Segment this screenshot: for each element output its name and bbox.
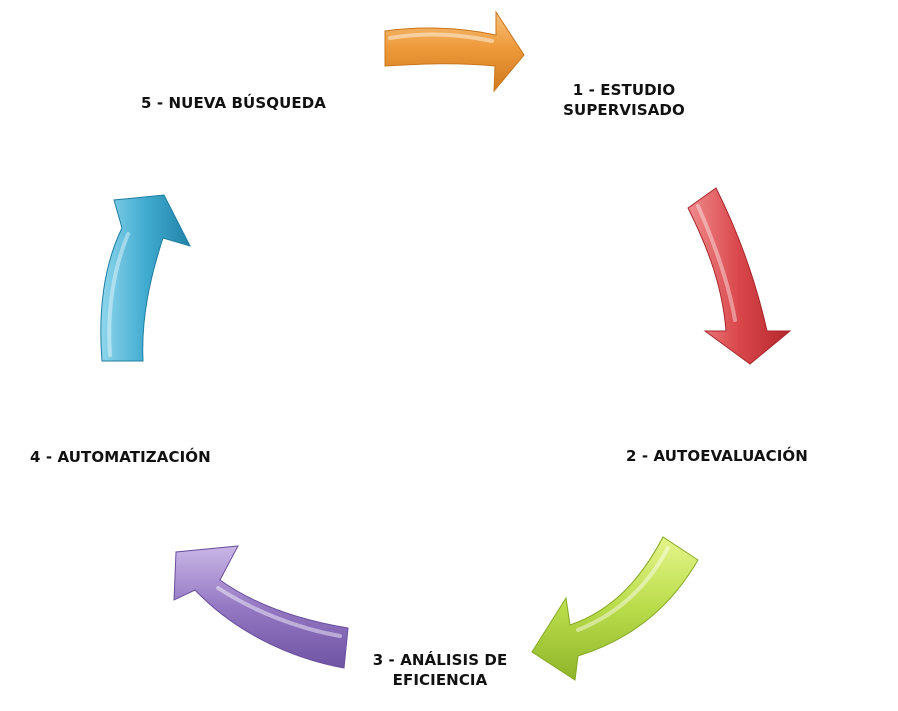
- step-2-label: 2 - AUTOEVALUACIÓN: [626, 446, 808, 466]
- step-5-label: 5 - NUEVA BÚSQUEDA: [141, 93, 326, 113]
- step-1-label-line-1: 1 - ESTUDIO: [572, 81, 676, 99]
- step-4-label: 4 - AUTOMATIZACIÓN: [30, 447, 211, 467]
- step-4-label-line-1: 4 - AUTOMATIZACIÓN: [30, 448, 211, 466]
- step-1-label: 1 - ESTUDIO SUPERVISADO: [544, 80, 704, 120]
- arrow-step-3: [531, 536, 699, 681]
- arrow-step-1: [384, 10, 525, 93]
- step-3-label-line-1: 3 - ANÁLISIS DE: [372, 651, 508, 669]
- arrow-step-4: [173, 545, 349, 669]
- step-3-label: 3 - ANÁLISIS DE EFICIENCIA: [350, 650, 530, 690]
- step-2-label-line-1: 2 - AUTOEVALUACIÓN: [626, 447, 808, 465]
- step-3-label-line-2: EFICIENCIA: [392, 671, 488, 689]
- step-5-label-line-1: 5 - NUEVA BÚSQUEDA: [141, 94, 326, 112]
- step-1-label-line-2: SUPERVISADO: [563, 101, 685, 119]
- arrow-step-5: [100, 194, 191, 362]
- arrow-step-2: [687, 187, 792, 365]
